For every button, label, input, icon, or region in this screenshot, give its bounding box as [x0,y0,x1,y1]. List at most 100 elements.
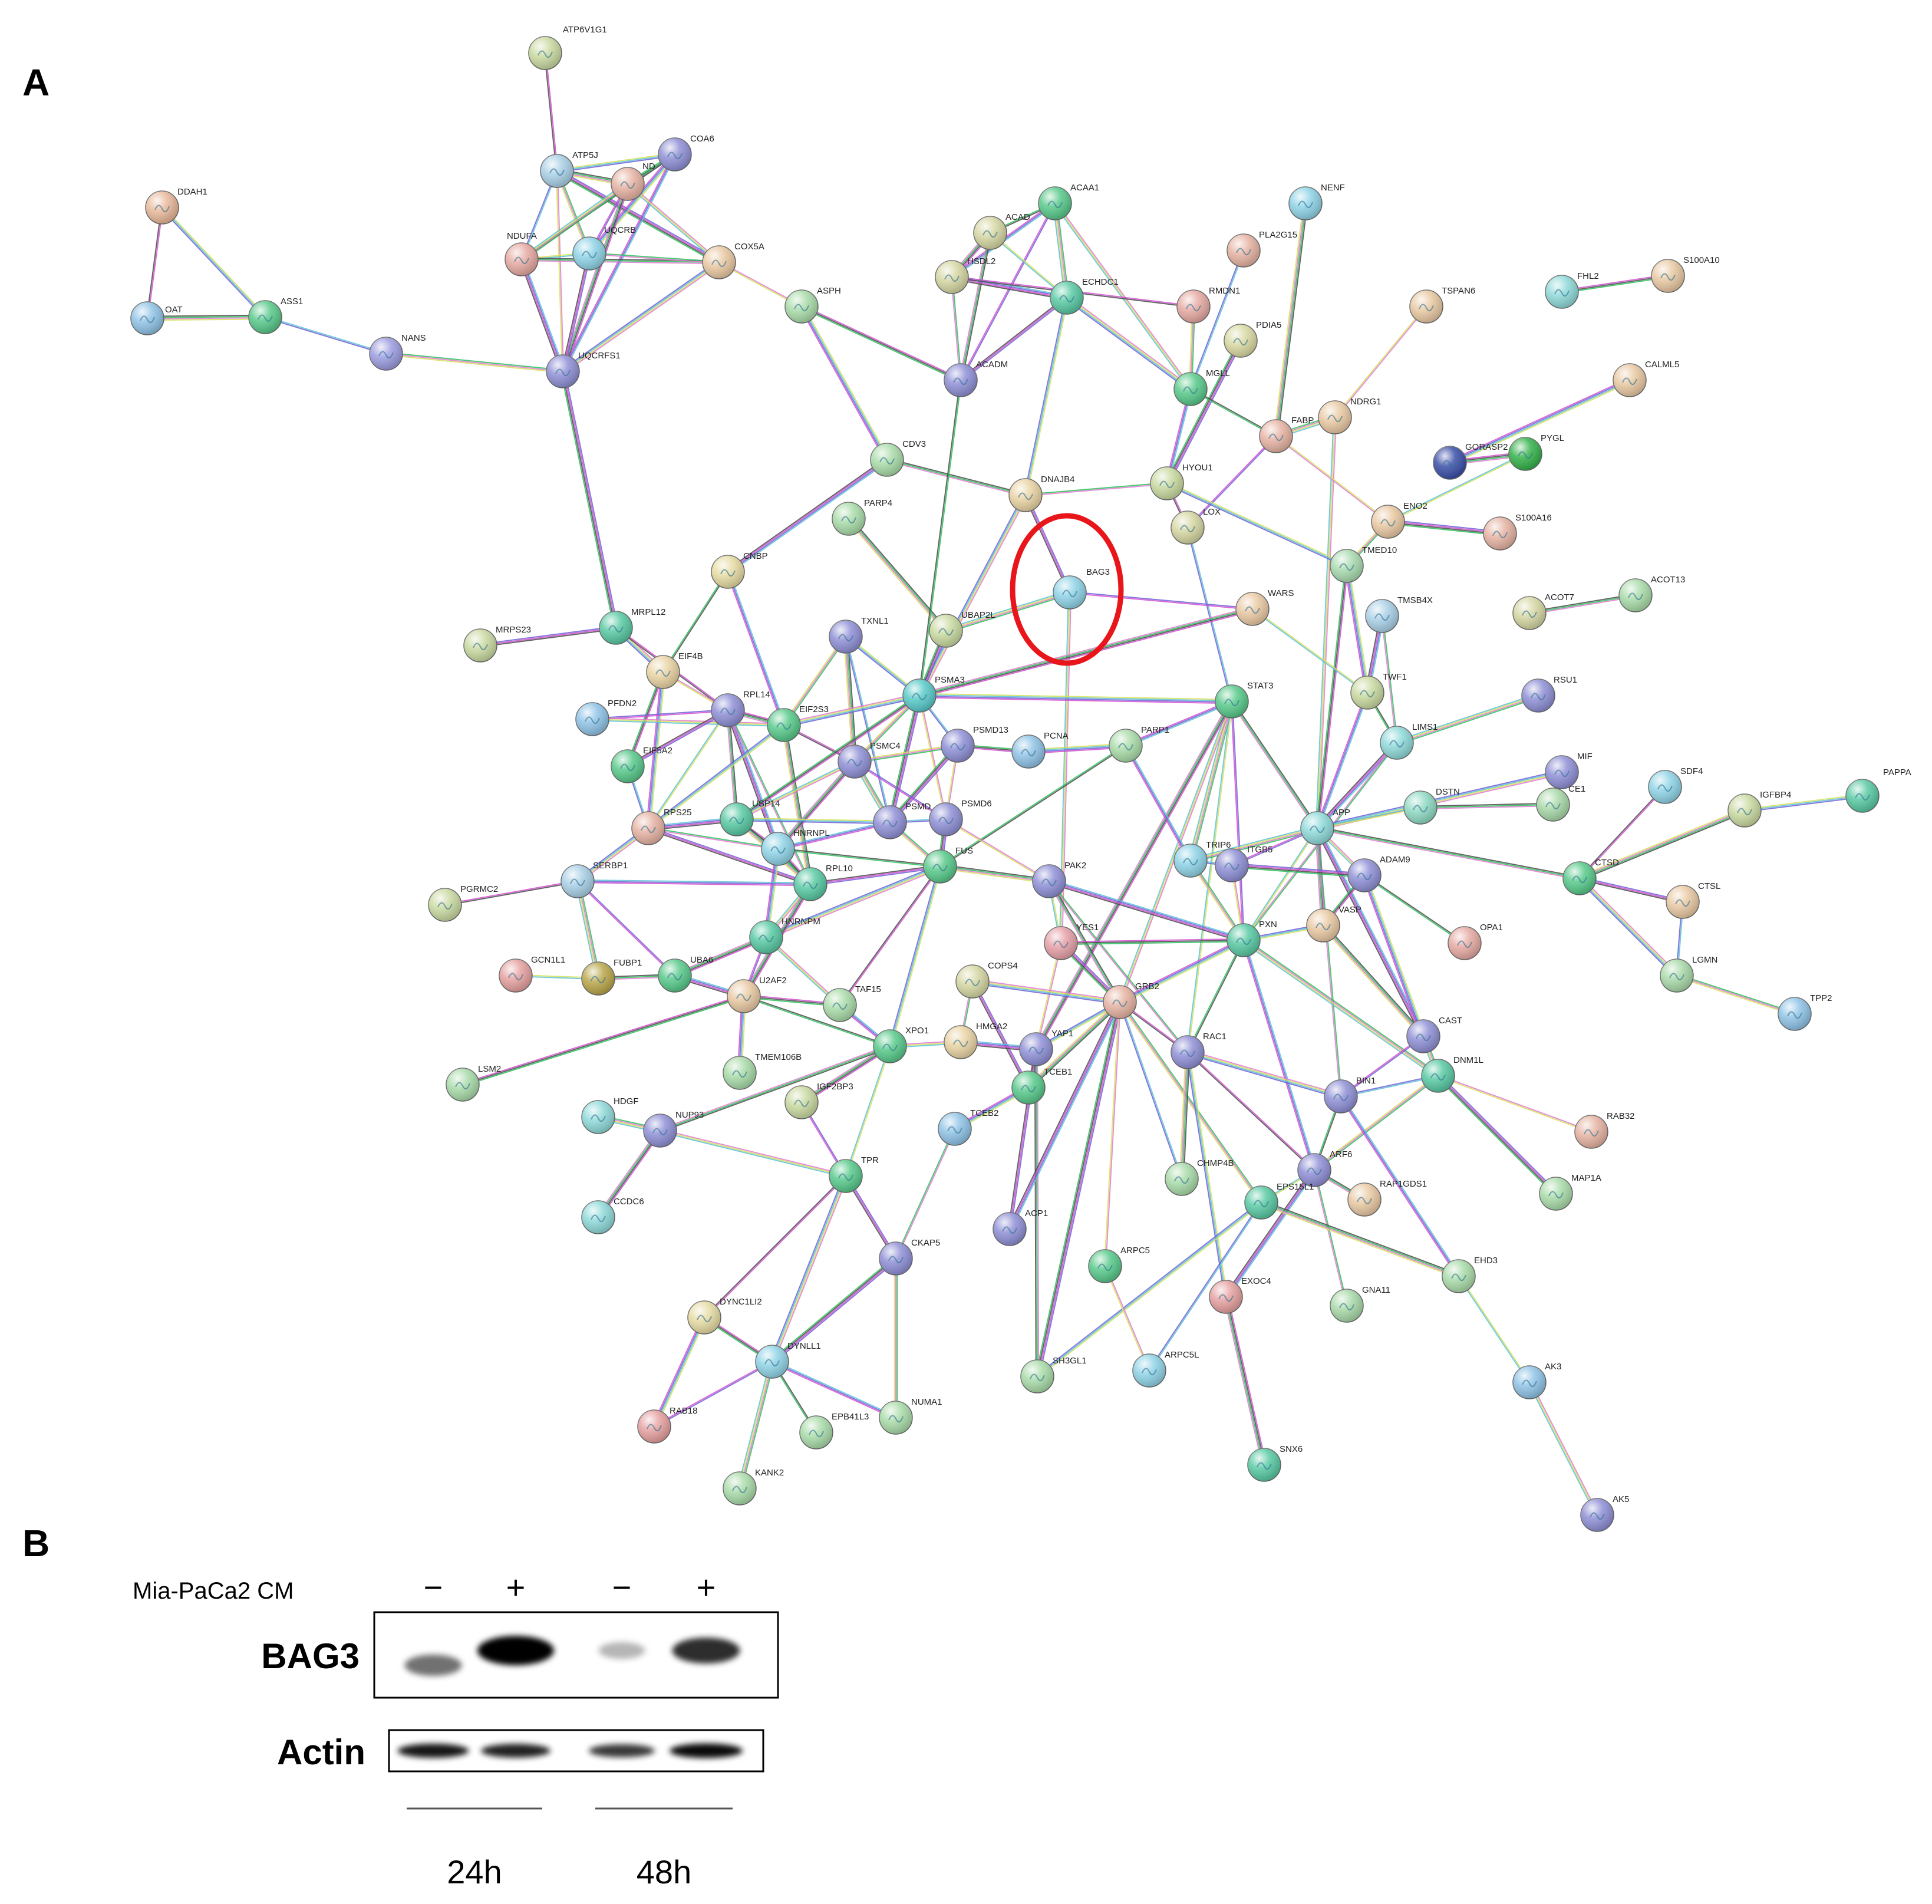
node-structure-ND [620,181,635,189]
node-ACAD: ACAD [973,212,1030,250]
node-S100A16: S100A16 [1483,513,1552,551]
edge-TPR-DYNC1LI2 [704,1176,847,1319]
edge-SERBP1-UBA6 [576,881,675,977]
edge-ATP5J-COX5A [555,172,718,265]
node-HNRNPM: HNRNPM [749,917,820,954]
edge-PXN-DNM1L [1244,939,1439,1076]
edge-ECHDC1-ACADM [961,298,1068,382]
node-label-GNA11: GNA11 [1362,1285,1390,1295]
node-structure-CE1 [1545,802,1561,810]
node-label-ACOT7: ACOT7 [1545,592,1574,602]
edge-ACAD-ACADM [960,232,991,381]
edge-OAT-ASS1 [147,314,265,317]
edge-RAC1-BIN1 [1188,1049,1342,1095]
edge-PXN-ARF6 [1241,940,1314,1171]
node-label-RAC1: RAC1 [1203,1032,1227,1042]
node-COA6: COA6 [658,134,714,172]
node-label-OAT: OAT [165,305,183,315]
edge-RAC1-EXOC4 [1185,1052,1225,1297]
node-label-CDV3: CDV3 [902,439,926,449]
edge-ENO2-S100A16 [1388,519,1501,532]
edge-GRB2-TCEB1 [1027,1000,1119,1087]
node-label-UBA6: UBA6 [690,955,713,965]
node-structure-COA6 [667,151,683,160]
edge-PFDN2-EIF2S3 [592,720,784,727]
node-label-DYNC1LI2: DYNC1LI2 [720,1297,762,1307]
edge-PXN-GRB2 [1119,939,1244,1002]
edge-NUP93-CCDC6 [597,1129,660,1217]
edge-USP14-PSMD [736,820,890,825]
node-label-TPR: TPR [861,1155,879,1165]
node-TSPAN6: TSPAN6 [1409,286,1475,324]
edge-RSU1-LIMS1 [1397,696,1539,744]
edge-SDF4-CTSD [1580,787,1666,879]
edge-ND-NDUFA [520,183,628,259]
node-label-ASPH: ASPH [817,286,841,296]
node-MGLL: MGLL [1173,368,1230,406]
edge-RAC1-BIN1 [1186,1053,1341,1099]
edge-DYNC1LI2-RAB18 [655,1317,707,1428]
edge-NUP93-TPR [660,1131,846,1178]
edge-EXOC4-SNX6 [1224,1297,1264,1465]
edge-GRB2-EPS15L1 [1118,1002,1261,1204]
node-structure-CAST [1416,1033,1431,1042]
node-OPA1: OPA1 [1448,923,1503,960]
node-structure-HYOU1 [1159,480,1175,489]
edge-ASPH-ACADM [802,305,962,380]
edge-RAC1-BIN1 [1188,1050,1341,1096]
edge-PYGL-ENO2 [1388,454,1526,523]
edge-GRB2-TCEB1 [1028,1002,1121,1089]
edge-SH3GL1-YAP1 [1036,1049,1038,1377]
node-structure-PCNA [1021,749,1036,757]
edge-FUS-TAF15 [839,865,940,1005]
edge-IGFBP4-PAPPA [1744,793,1862,810]
node-structure-ACOT7 [1522,610,1537,618]
edge-ADAM9-OPA1 [1363,875,1465,944]
edge-STAT3-APP [1232,700,1319,828]
node-label-CTSD: CTSD [1595,858,1619,868]
edge-IGFBP4-CTSD [1580,811,1745,879]
node-NDUFA: NDUFA [505,231,539,276]
edge-DDAH1-ASS1 [162,206,267,317]
edge-EXOC4-SNX6 [1223,1297,1263,1465]
edge-DYNLL1-NUMA1 [771,1362,896,1419]
edge-RPL14-EIF5A2 [627,709,728,766]
node-structure-GNA11 [1339,1303,1354,1311]
node-label-HSDL2: HSDL2 [967,256,995,266]
node-RPS25: RPS25 [631,808,692,845]
edge-DYNLL1-KANK2 [741,1362,775,1490]
node-structure-PARP4 [841,516,856,524]
edge-ATP5J-COX5A [557,170,720,262]
edge-EPS15L1-SH3GL1 [1037,1202,1262,1377]
node-label-PSMC4: PSMC4 [870,741,901,751]
node-MAP1A: MAP1A [1539,1173,1601,1211]
edge-U2AF2-XPO1 [744,995,891,1046]
edge-APP-CAST [1318,827,1426,1036]
node-TMEM106B: TMEM106B [723,1052,802,1090]
edge-FHL2-S100A10 [1562,276,1669,294]
edge-PXN-DNM1L [1242,941,1438,1078]
node-DYNC1LI2: DYNC1LI2 [687,1297,762,1335]
node-label-YES1: YES1 [1076,923,1099,933]
edge-RAC1-BIN1 [1187,1052,1341,1098]
edge-STAT3-PXN [1230,701,1244,941]
edge-ACAD-ACADM [958,232,990,380]
node-structure-FABP [1268,433,1284,442]
edge-PSMA3-STAT3 [919,697,1232,704]
edge-EIF2S3-PSMA3 [783,694,919,725]
edge-TMED10-APP [1317,565,1347,829]
node-structure-ACAD [983,230,998,238]
node-structure-PFDN2 [585,716,600,724]
edge-OAT-ASS1 [147,317,266,320]
node-FUBP1: FUBP1 [581,958,642,996]
timepoint-label-24h: 24h [447,1853,502,1890]
node-ASPH: ASPH [784,286,841,324]
edge-GRB2-EPS15L1 [1119,1002,1262,1203]
edge-DNM1L-ARF6 [1314,1076,1439,1172]
edge-ADAM9-CAST [1361,875,1422,1037]
lane-sign-4: + [697,1569,716,1606]
edge-HNRNPL-FUS [777,849,940,868]
edge-FHL2-S100A10 [1561,274,1668,291]
edge-SH3GL1-YAP1 [1034,1049,1037,1377]
node-ACADM: ACADM [944,360,1008,397]
